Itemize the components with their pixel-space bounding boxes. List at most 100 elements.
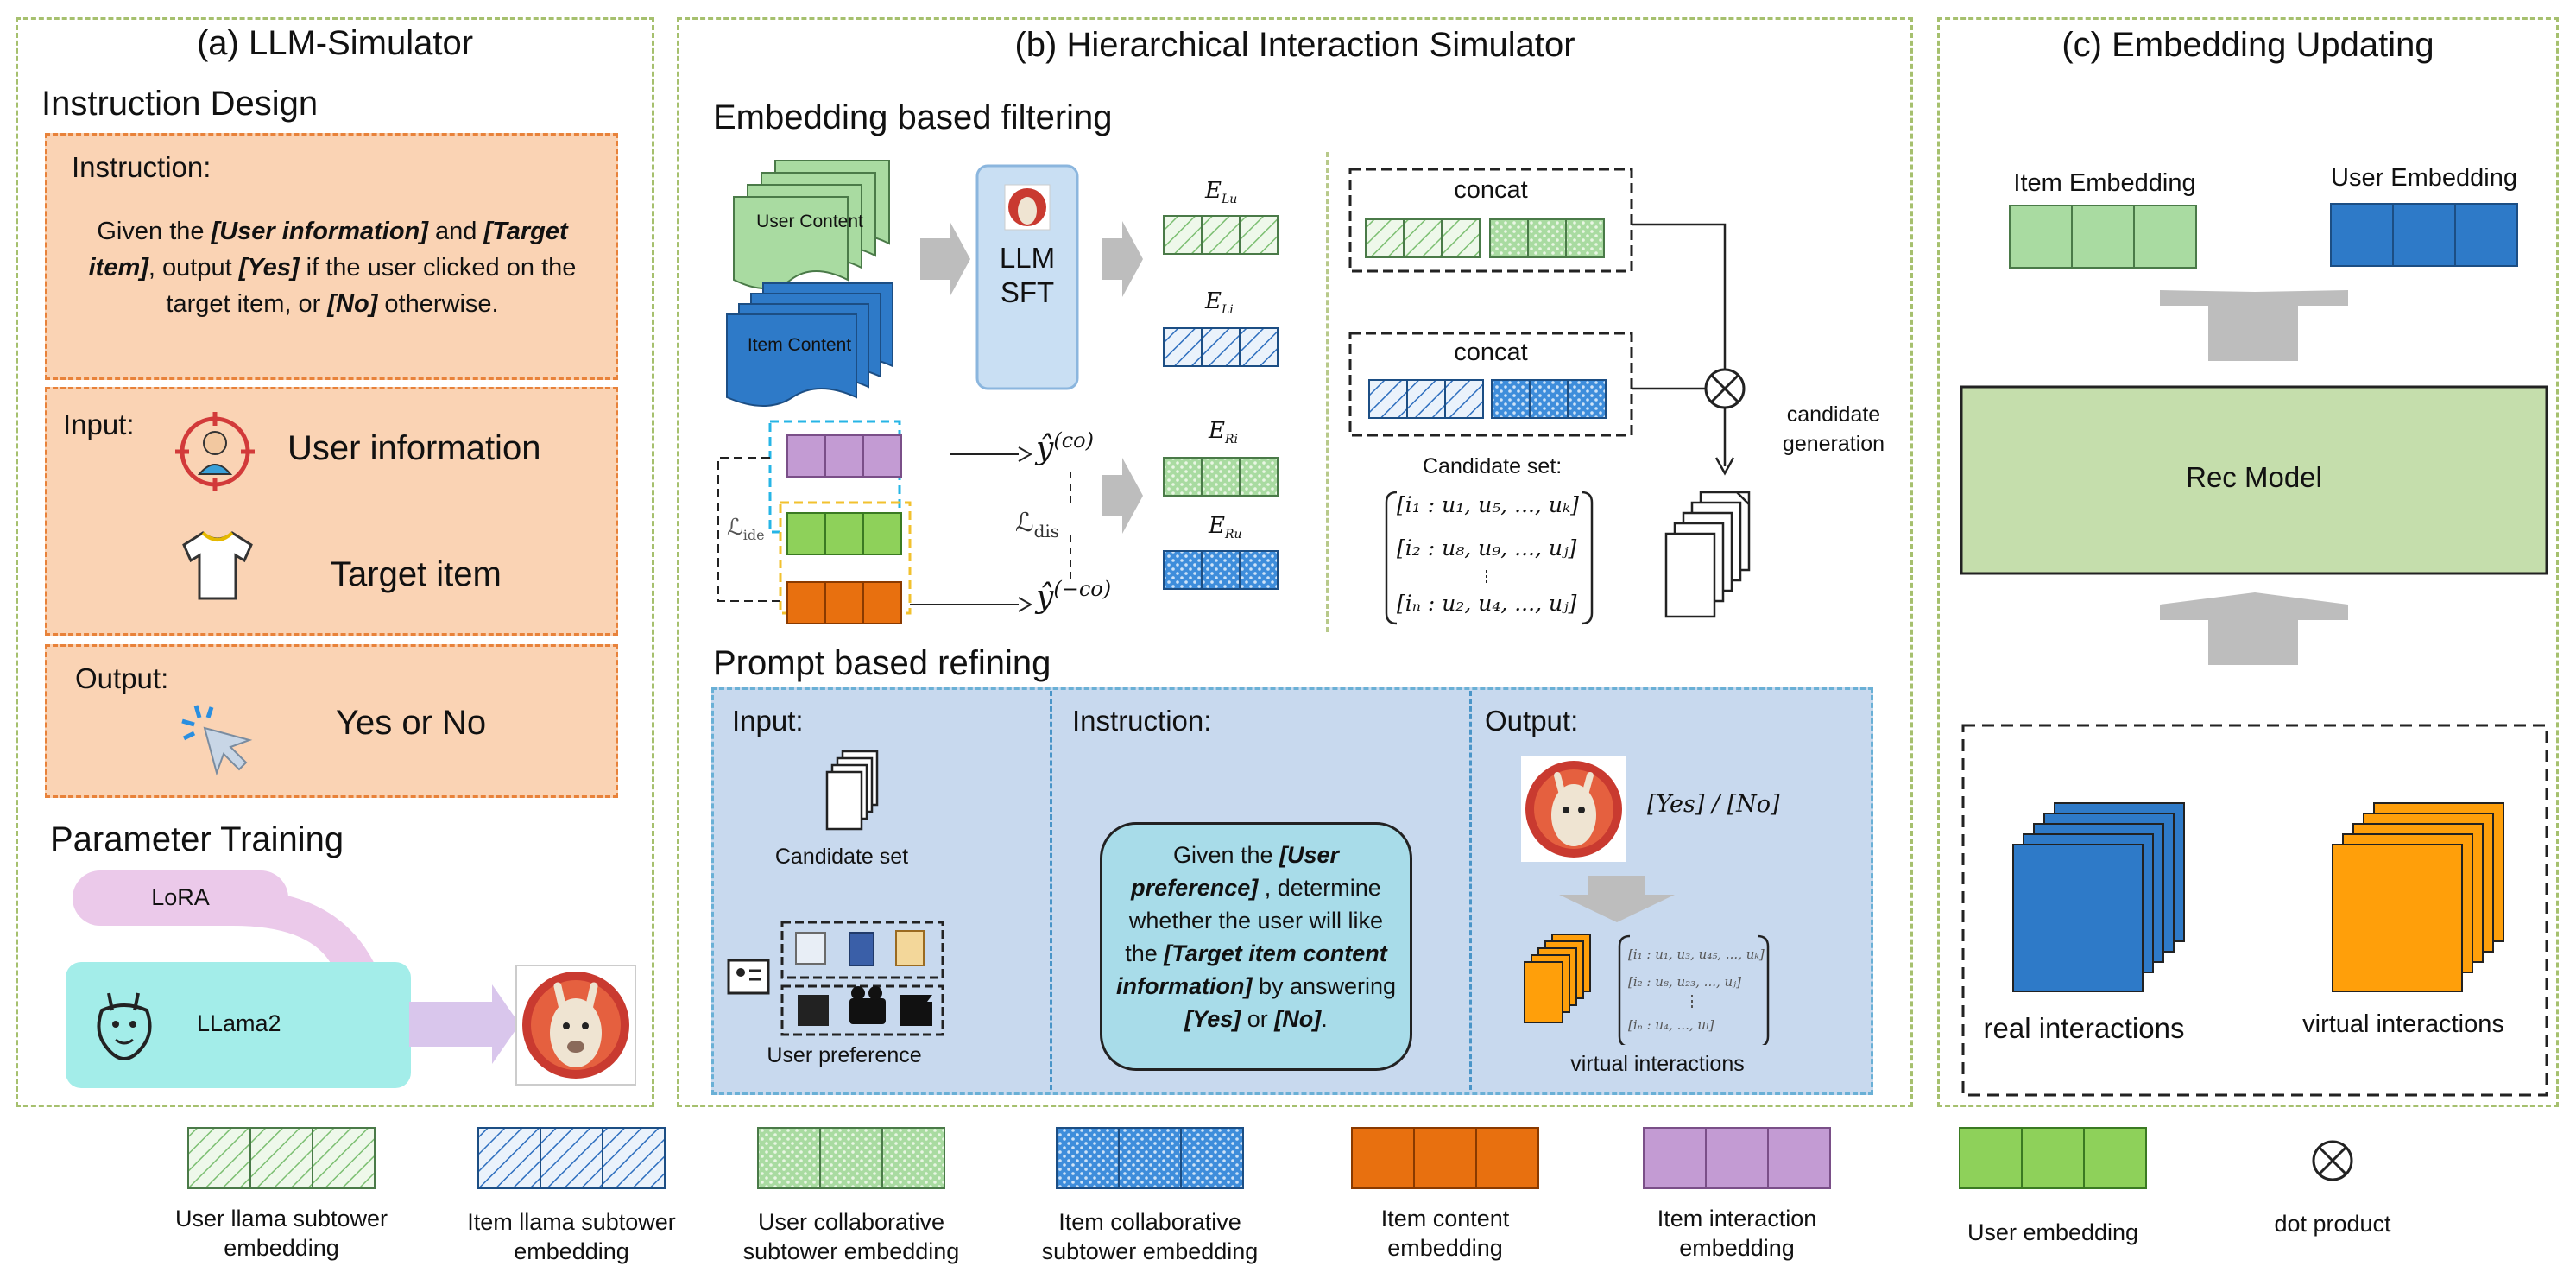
prompt-separator-2 bbox=[1469, 691, 1472, 1090]
item-content-label: Item Content bbox=[747, 335, 852, 355]
filtering-separator bbox=[1326, 152, 1329, 632]
input-label: Input: bbox=[63, 408, 135, 440]
candidate-generation-1: candidate bbox=[1786, 402, 1881, 427]
user-information-label: User information bbox=[287, 429, 541, 467]
e-lu-sub: Lu bbox=[1221, 193, 1238, 207]
bubble-p1: Given the bbox=[1172, 842, 1280, 868]
panel-hierarchical-interaction-simulator bbox=[677, 17, 1913, 1107]
y-neg-co-label: ŷ(−co) bbox=[1036, 577, 1111, 615]
output-arrow-and-docs bbox=[1524, 876, 1770, 1045]
panel-c-title: (c) Embedding Updating bbox=[2061, 26, 2434, 64]
legend-5-line1: Item interaction bbox=[1657, 1206, 1817, 1231]
instr-target-item: [Target item] bbox=[88, 218, 568, 282]
legend-4-line1: Item content bbox=[1380, 1206, 1510, 1231]
item-embedding-label: Item Embedding bbox=[2013, 169, 2196, 197]
instr-no: [No] bbox=[327, 290, 378, 318]
prompt-separator-1 bbox=[1050, 691, 1052, 1090]
legend-swatch-user-collab bbox=[757, 1127, 945, 1189]
legend-0-line1: User llama subtower bbox=[174, 1206, 388, 1231]
legend-5-line2: embedding bbox=[1679, 1235, 1795, 1261]
instr-yes: [Yes] bbox=[238, 254, 300, 282]
e-ru-bar bbox=[1163, 550, 1279, 590]
e-li-symbol: E bbox=[1205, 288, 1222, 314]
bubble-p5: . bbox=[1321, 1006, 1328, 1032]
concat-label-2: concat bbox=[1454, 339, 1528, 366]
parameter-training-heading: Parameter Training bbox=[50, 820, 344, 858]
yes-or-no-label: Yes or No bbox=[336, 704, 487, 742]
prompt-instruction-label: Instruction: bbox=[1072, 705, 1212, 737]
legend-4-line2: embedding bbox=[1387, 1235, 1503, 1261]
lora-llama-diagram bbox=[66, 870, 520, 1088]
prompt-output-label: Output: bbox=[1485, 705, 1579, 737]
embedding-updating-diagram bbox=[1960, 203, 2548, 1097]
legend-2-line1: User collaborative bbox=[757, 1209, 945, 1235]
l-dis-sub: dis bbox=[1033, 521, 1060, 541]
e-lu-label: ELu bbox=[1205, 178, 1237, 206]
bubble-no: [No] bbox=[1274, 1006, 1322, 1032]
e-ri-bar bbox=[1163, 457, 1279, 497]
lora-label: LoRA bbox=[151, 884, 210, 910]
legend-1-line2: embedding bbox=[514, 1238, 629, 1264]
bubble-yes: [Yes] bbox=[1184, 1006, 1241, 1032]
panel-a-title: (a) LLM-Simulator bbox=[196, 24, 474, 62]
l-ide-sub: ide bbox=[742, 527, 765, 544]
candidate-generation-2: generation bbox=[1782, 432, 1885, 456]
bubble-p3: by answering bbox=[1252, 973, 1397, 999]
e-ru-sub: Ru bbox=[1224, 528, 1242, 542]
output-label: Output: bbox=[75, 662, 169, 694]
legend-label-user-embedding: User embedding bbox=[1915, 1218, 2191, 1247]
candidate-row-3: [iₙ : u₂, u₄, ..., uⱼ] bbox=[1397, 591, 1577, 616]
instruction-text: Given the [User information] and [Target… bbox=[73, 213, 591, 322]
y-co-label: ŷ(co) bbox=[1036, 428, 1094, 466]
e-ri-sub: Ri bbox=[1224, 433, 1239, 447]
user-embedding-label: User Embedding bbox=[2331, 164, 2517, 192]
legend-label-item-content: Item content embedding bbox=[1307, 1204, 1583, 1263]
vi-row-1: [i₁ : u₁, u₃, u₄₅, ..., uₖ] bbox=[1628, 946, 1765, 962]
e-ru-symbol: E bbox=[1209, 513, 1225, 539]
instr-p3: , output bbox=[148, 254, 239, 282]
e-ru-label: ERu bbox=[1209, 513, 1242, 541]
candidate-row-1: [i₁ : u₁, u₅, ..., uₖ] bbox=[1397, 492, 1579, 517]
embedding-filtering-heading: Embedding based filtering bbox=[713, 98, 1113, 136]
l-dis-symbol: ℒ bbox=[1015, 508, 1034, 538]
legend-0-line2: embedding bbox=[224, 1235, 339, 1261]
legend-swatch-item-llama bbox=[477, 1127, 666, 1189]
virtual-interactions-label-c: virtual interactions bbox=[2302, 1010, 2504, 1038]
legend-7-line1: dot product bbox=[2274, 1211, 2391, 1237]
real-interactions-label: real interactions bbox=[1983, 1012, 2185, 1044]
instruction-bubble: Given the [User preference] , determine … bbox=[1100, 822, 1412, 1071]
vi-row-3: [iₙ : u₄, ..., uₗ] bbox=[1628, 1017, 1714, 1033]
bubble-user-preference: [User preference] bbox=[1131, 842, 1340, 901]
bubble-p2: , determine whether the user will like t… bbox=[1125, 875, 1384, 966]
cursor-click-icon bbox=[181, 705, 253, 776]
prompt-input-label: Input: bbox=[732, 705, 804, 737]
e-li-sub: Li bbox=[1221, 303, 1234, 318]
candidate-set-label: Candidate set: bbox=[1423, 454, 1563, 478]
llama-icon bbox=[97, 992, 152, 1061]
output-box: Output: Yes or No bbox=[45, 644, 618, 798]
y-neg-co-symbol: ŷ bbox=[1036, 579, 1054, 615]
e-li-label: ELi bbox=[1205, 288, 1234, 317]
y-neg-co-sup: (−co) bbox=[1053, 577, 1112, 601]
bubble-p4: or bbox=[1241, 1006, 1275, 1032]
legend-label-user-collab: User collaborative subtower embedding bbox=[713, 1207, 989, 1266]
legend-2-line2: subtower embedding bbox=[742, 1238, 960, 1264]
candidate-set-caption: Candidate set bbox=[774, 845, 909, 869]
yes-no-output: [Yes] / [No] bbox=[1647, 791, 1780, 818]
legend-swatch-user-llama bbox=[187, 1127, 376, 1189]
legend-label-dot-product: dot product bbox=[2194, 1209, 2471, 1238]
input-box: Input: User information Target item bbox=[45, 387, 618, 636]
content-to-llm-diagram bbox=[717, 160, 1143, 624]
legend-3-line2: subtower embedding bbox=[1041, 1238, 1259, 1264]
e-lu-symbol: E bbox=[1205, 178, 1222, 204]
llm-sft-label-1: LLM bbox=[999, 242, 1056, 274]
prompt-refining-heading: Prompt based refining bbox=[713, 644, 1051, 682]
legend-swatch-user-embedding bbox=[1959, 1127, 2147, 1189]
bubble-target-item: [Target item content information] bbox=[1115, 940, 1387, 999]
user-content-label: User Content bbox=[756, 212, 863, 231]
concat-diagram bbox=[1348, 168, 1751, 625]
user-preference-caption: User preference bbox=[767, 1043, 922, 1067]
e-ri-symbol: E bbox=[1209, 418, 1225, 444]
